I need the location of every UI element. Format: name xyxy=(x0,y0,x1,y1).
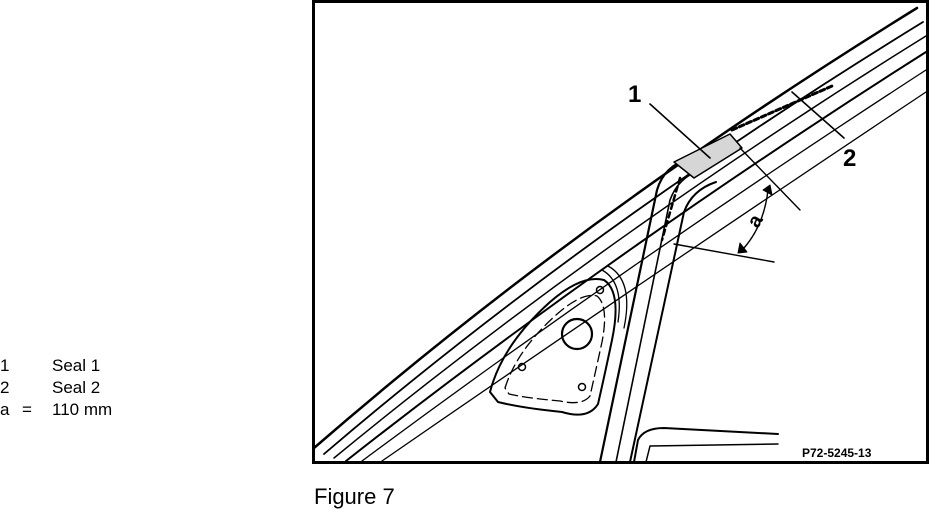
legend: 1 Seal 1 2 Seal 2 a = 110 mm xyxy=(0,355,112,421)
leader-line-1 xyxy=(649,103,711,159)
legend-text: Seal 1 xyxy=(52,356,101,375)
legend-row-seal-2: 2 Seal 2 xyxy=(0,377,112,399)
callout-a: a xyxy=(743,210,768,231)
drawing-svg: 1 2 a P72-5245-13 xyxy=(312,0,929,464)
legend-equals: = xyxy=(22,400,32,419)
callout-2: 2 xyxy=(843,145,856,172)
reference-code: P72-5245-13 xyxy=(802,446,872,460)
technical-drawing: 1 2 a P72-5245-13 xyxy=(312,0,929,464)
legend-row-dimension: a = 110 mm xyxy=(0,399,112,421)
seal-2 xyxy=(730,84,834,132)
drawing-frame xyxy=(312,0,929,464)
legend-key: 1 xyxy=(0,356,10,375)
legend-row-seal-1: 1 Seal 1 xyxy=(0,355,112,377)
legend-value: 110 mm xyxy=(52,400,113,419)
bracket-plate xyxy=(489,265,628,416)
callout-1: 1 xyxy=(628,81,641,108)
leader-line-2 xyxy=(791,91,845,139)
legend-key: a xyxy=(0,400,10,419)
legend-key: 2 xyxy=(0,378,10,397)
pillar-seal-section xyxy=(660,176,682,242)
legend-text: Seal 2 xyxy=(52,378,101,397)
dimension-a xyxy=(673,147,801,263)
figure-caption: Figure 7 xyxy=(314,484,395,509)
roof-rail-lines xyxy=(312,6,927,462)
